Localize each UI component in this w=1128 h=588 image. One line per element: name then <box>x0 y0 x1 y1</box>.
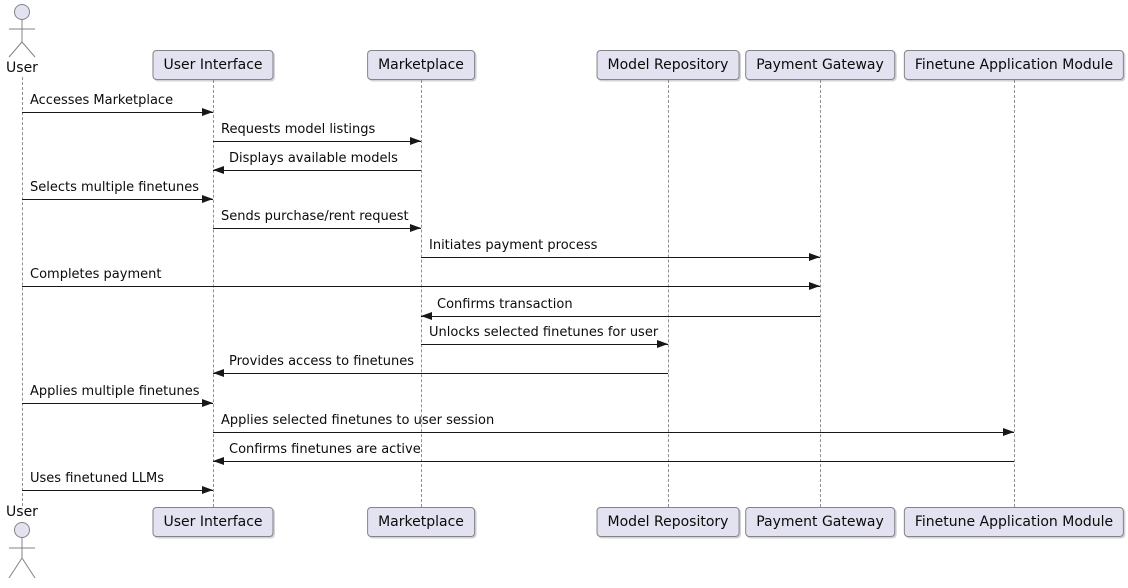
arrowhead-icon <box>213 369 224 377</box>
participant-user-interface-top: User Interface <box>152 50 274 80</box>
participant-label: Finetune Application Module <box>914 514 1114 530</box>
message-line-11 <box>213 432 1014 433</box>
arrowhead-icon <box>1003 428 1014 436</box>
message-line-0 <box>22 112 213 113</box>
message-line-6 <box>22 286 820 287</box>
arrowhead-icon <box>202 195 213 203</box>
arrowhead-icon <box>213 457 224 465</box>
participant-label: User Interface <box>163 514 263 530</box>
message-label-3: Selects multiple finetunes <box>30 180 199 195</box>
message-line-12 <box>213 461 1014 462</box>
participant-label: User Interface <box>163 57 263 73</box>
participant-finetune-application-module-top: Finetune Application Module <box>903 50 1125 80</box>
participant-label: Model Repository <box>607 57 729 73</box>
arrowhead-icon <box>202 108 213 116</box>
lifeline-user <box>22 77 23 506</box>
arrowhead-icon <box>202 399 213 407</box>
message-line-2 <box>213 170 421 171</box>
lifeline-payment-gateway <box>820 80 821 507</box>
participant-label: Marketplace <box>378 514 464 530</box>
arrowhead-icon <box>213 166 224 174</box>
message-label-12: Confirms finetunes are active <box>229 442 421 457</box>
message-label-2: Displays available models <box>229 151 398 166</box>
message-label-7: Confirms transaction <box>437 297 573 312</box>
actor-label-user-bottom: User <box>6 504 38 520</box>
message-label-8: Unlocks selected finetunes for user <box>429 325 659 340</box>
arrowhead-icon <box>421 312 432 320</box>
message-line-5 <box>421 257 820 258</box>
lifeline-marketplace <box>421 80 422 507</box>
user-actor-icon-top <box>8 4 36 58</box>
arrowhead-icon <box>809 282 820 290</box>
participant-model-repository-bottom: Model Repository <box>596 507 740 537</box>
arrowhead-icon <box>657 340 668 348</box>
participant-finetune-application-module-bottom: Finetune Application Module <box>903 507 1125 537</box>
message-line-4 <box>213 228 421 229</box>
participant-user-interface-bottom: User Interface <box>152 507 274 537</box>
message-line-3 <box>22 199 213 200</box>
arrowhead-icon <box>410 137 421 145</box>
arrowhead-icon <box>202 486 213 494</box>
message-label-5: Initiates payment process <box>429 238 598 253</box>
message-line-13 <box>22 490 213 491</box>
message-label-10: Applies multiple finetunes <box>30 384 200 399</box>
message-line-10 <box>22 403 213 404</box>
message-label-1: Requests model listings <box>221 122 376 137</box>
message-line-1 <box>213 141 421 142</box>
lifeline-user-interface <box>213 80 214 507</box>
message-label-9: Provides access to finetunes <box>229 354 414 369</box>
message-line-7 <box>421 316 820 317</box>
participant-label: Marketplace <box>378 57 464 73</box>
message-line-9 <box>213 373 668 374</box>
arrowhead-icon <box>809 253 820 261</box>
participant-payment-gateway-bottom: Payment Gateway <box>745 507 895 537</box>
message-line-8 <box>421 344 668 345</box>
participant-label: Model Repository <box>607 514 729 530</box>
message-label-6: Completes payment <box>30 267 162 282</box>
participant-marketplace-bottom: Marketplace <box>367 507 475 537</box>
participant-model-repository-top: Model Repository <box>596 50 740 80</box>
participant-payment-gateway-top: Payment Gateway <box>745 50 895 80</box>
participant-marketplace-top: Marketplace <box>367 50 475 80</box>
message-label-11: Applies selected finetunes to user sessi… <box>221 413 495 428</box>
actor-label-user-top: User <box>6 60 38 76</box>
message-label-0: Accesses Marketplace <box>30 93 174 108</box>
participant-label: Finetune Application Module <box>914 57 1114 73</box>
message-label-4: Sends purchase/rent request <box>221 209 409 224</box>
participant-label: Payment Gateway <box>756 514 884 530</box>
lifeline-finetune-application-module <box>1014 80 1015 507</box>
message-label-13: Uses finetuned LLMs <box>30 471 165 486</box>
lifeline-model-repository <box>668 80 669 507</box>
arrowhead-icon <box>410 224 421 232</box>
user-actor-icon-bottom <box>8 522 36 578</box>
participant-label: Payment Gateway <box>756 57 884 73</box>
